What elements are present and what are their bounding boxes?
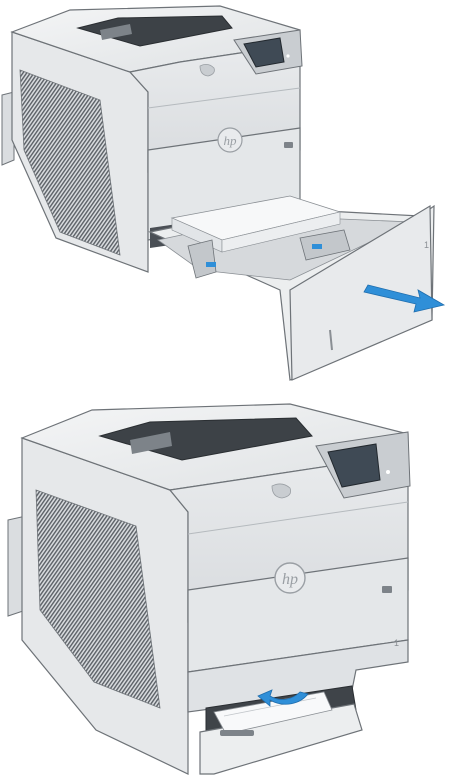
illustration-step-open-tray: hp 1 xyxy=(0,0,449,385)
tray-number-label: 1 xyxy=(424,240,429,250)
usb-port-icon xyxy=(284,142,293,148)
usb-port-icon xyxy=(382,586,392,593)
guide-release-tab[interactable] xyxy=(206,262,216,267)
guide-release-tab-right[interactable] xyxy=(312,244,322,249)
illustration-step-remove-jam: hp 1 xyxy=(0,390,449,775)
home-button-icon[interactable] xyxy=(386,470,390,474)
paper-guide-left[interactable] xyxy=(188,240,216,278)
hp-logo-text: hp xyxy=(224,133,238,148)
tray-number-label: 1 xyxy=(394,638,399,648)
printer-jam-removal-illustration: hp 1 xyxy=(0,390,449,775)
hp-logo-text: hp xyxy=(282,571,298,588)
home-button-icon[interactable] xyxy=(286,54,289,57)
printer-tray-open-illustration: hp 1 xyxy=(0,0,449,385)
feed-roller xyxy=(220,730,254,736)
